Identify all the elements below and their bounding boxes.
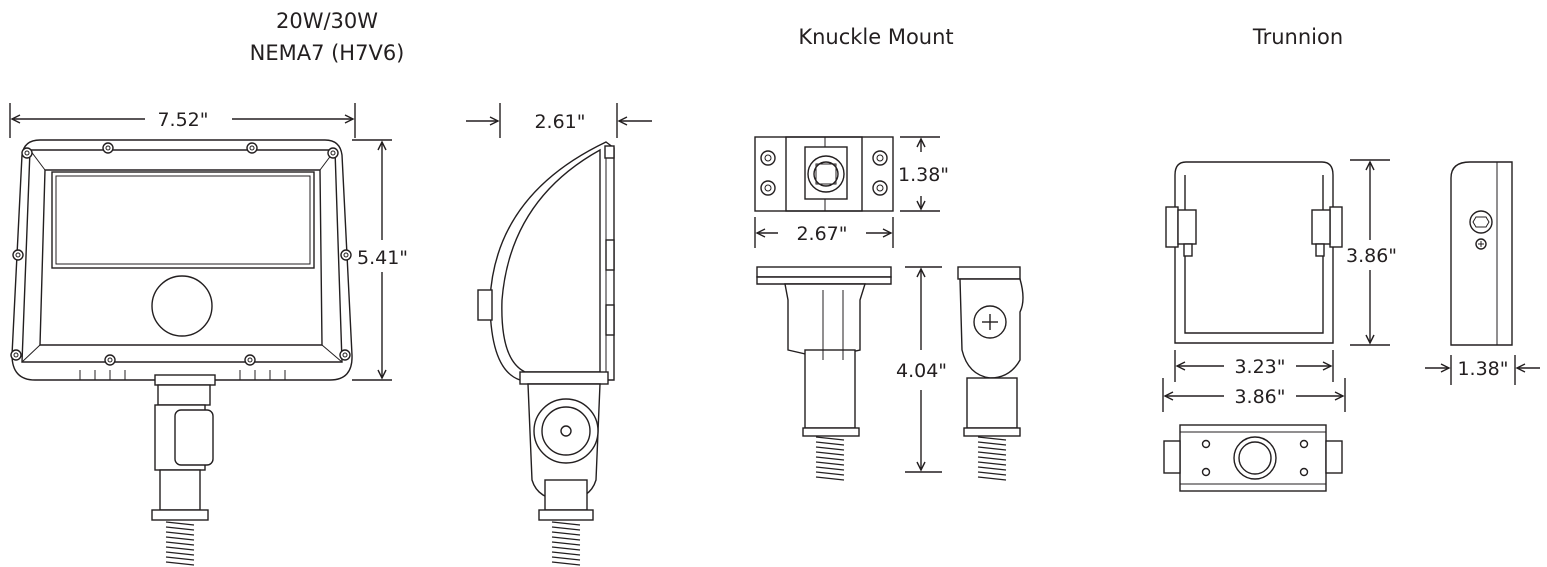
trunnion-bottom-view	[1163, 424, 1343, 492]
front-view-fixture	[9, 103, 392, 566]
side-view-fixture	[466, 103, 652, 566]
trunnion-dimension-lines	[1162, 159, 1540, 412]
front-height-label: 5.41"	[357, 247, 408, 269]
trunnion-title: Trunnion	[1252, 25, 1343, 49]
model-title-line1: 20W/30W	[276, 9, 378, 33]
knuckle-mount-side-view	[756, 266, 892, 481]
knuckle-dimension-lines	[754, 136, 942, 473]
trunnion-outer-width-label: 3.86"	[1234, 386, 1285, 408]
model-title-line2: NEMA7 (H7V6)	[250, 41, 405, 65]
knuckle-mount-front-view	[957, 266, 1024, 481]
side-depth-label: 2.61"	[534, 111, 585, 133]
knuckle-mount-top-view	[754, 136, 894, 212]
front-width-label: 7.52"	[157, 109, 208, 131]
knuckle-plate-height-label: 1.38"	[898, 164, 949, 186]
trunnion-height-label: 3.86"	[1346, 245, 1397, 267]
knuckle-plate-width-label: 2.67"	[796, 223, 847, 245]
knuckle-height-label: 4.04"	[896, 360, 947, 382]
trunnion-front-view	[1165, 161, 1343, 344]
trunnion-side-width-label: 1.38"	[1457, 358, 1508, 380]
knuckle-mount-title: Knuckle Mount	[798, 25, 953, 49]
trunnion-side-view	[1450, 161, 1513, 346]
trunnion-inner-width-label: 3.23"	[1234, 356, 1285, 378]
